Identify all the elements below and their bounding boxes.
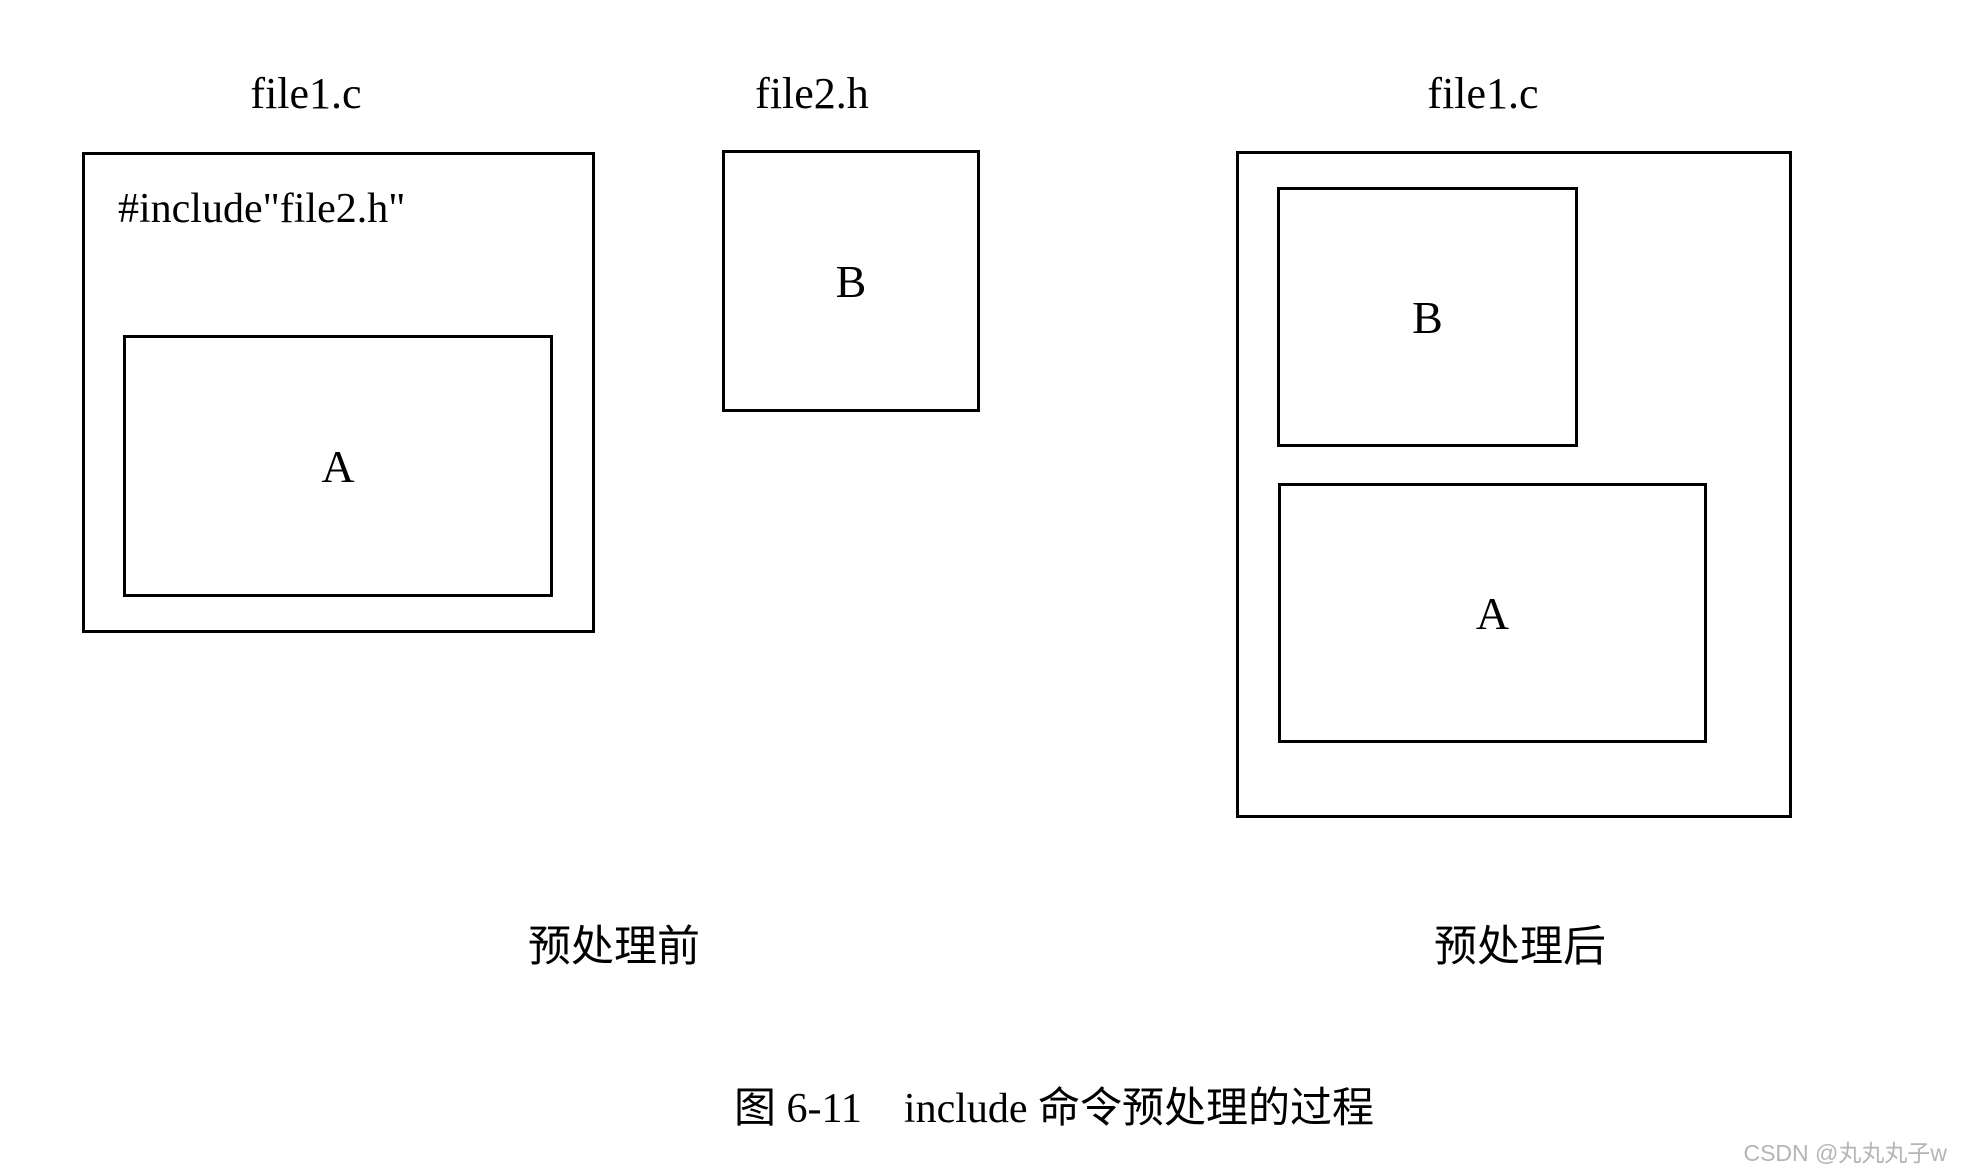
watermark: CSDN @丸丸丸子w bbox=[1743, 1140, 1947, 1166]
include-directive: #include"file2.h" bbox=[118, 186, 406, 232]
after-file1-box: B A bbox=[1236, 151, 1792, 818]
before-stage-label: 预处理前 bbox=[528, 924, 700, 971]
file2-module-b-label: B bbox=[835, 255, 867, 307]
file2-box: B bbox=[722, 150, 980, 412]
after-module-b-label: B bbox=[1412, 291, 1443, 343]
file2-title: file2.h bbox=[755, 69, 869, 118]
after-module-b-box: B bbox=[1277, 187, 1578, 447]
before-file1-title: file1.c bbox=[250, 69, 362, 118]
before-module-a-label: A bbox=[321, 440, 355, 492]
figure-caption: 图 6-11 include 命令预处理的过程 bbox=[733, 1086, 1375, 1132]
after-module-a-box: A bbox=[1278, 483, 1707, 743]
after-module-a-label: A bbox=[1475, 587, 1510, 639]
after-stage-label: 预处理后 bbox=[1434, 924, 1606, 971]
before-module-a-box: A bbox=[123, 335, 553, 597]
before-file1-box: #include"file2.h" A bbox=[82, 152, 595, 633]
after-file1-title: file1.c bbox=[1427, 69, 1539, 118]
